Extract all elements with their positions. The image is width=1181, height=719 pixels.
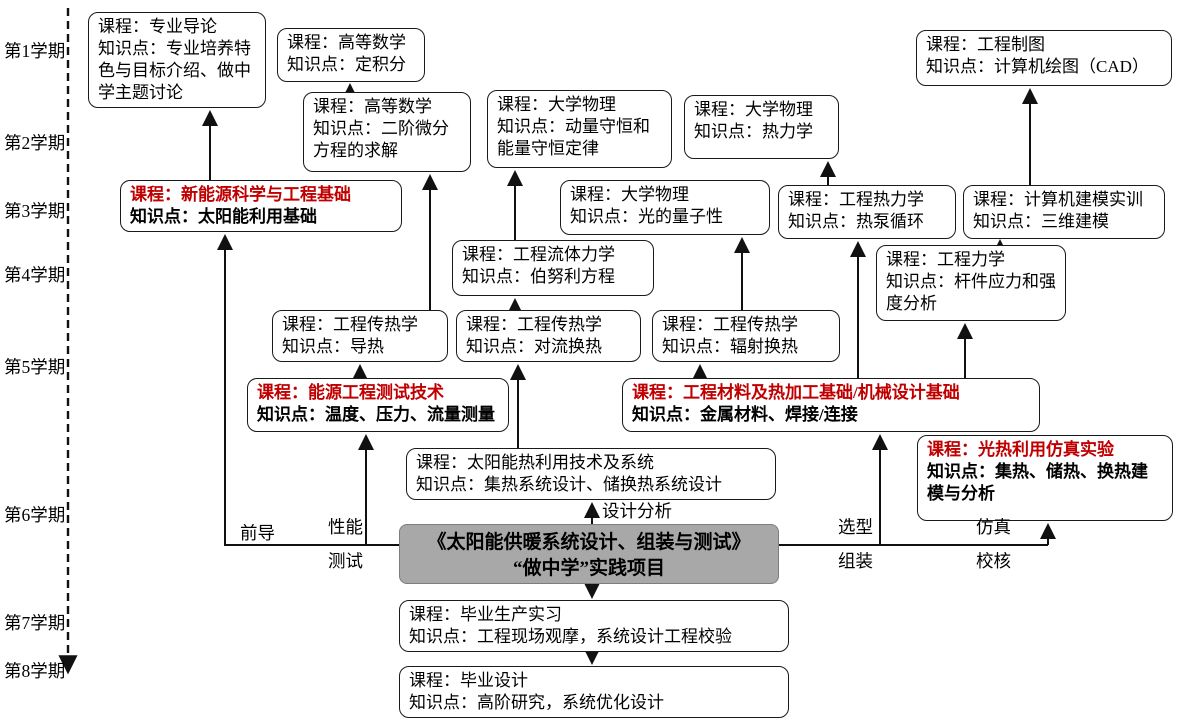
- knowledge-label: 知识点：导热: [282, 337, 384, 357]
- course-node-materials-machine-design: 课程：工程材料及热加工基础/机械设计基础 知识点：金属材料、焊接/连接: [622, 378, 1040, 432]
- edge-label-performance-test: 性能 测试: [328, 514, 363, 573]
- project-subtitle: “做中学”实践项目: [512, 557, 665, 579]
- course-node-fluid-mechanics: 课程：工程流体力学 知识点：伯努利方程: [452, 240, 654, 296]
- course-node-energy-testing: 课程：能源工程测试技术 知识点：温度、压力、流量测量: [247, 378, 509, 432]
- knowledge-label: 知识点：定积分: [287, 55, 406, 75]
- course-label: 课程：工程传热学: [662, 315, 798, 334]
- course-node-graduation-internship: 课程：毕业生产实习 知识点：工程现场观摩，系统设计工程校验: [399, 600, 789, 652]
- course-label: 课程：大学物理: [694, 100, 813, 119]
- course-label: 课程：毕业生产实习: [409, 605, 562, 624]
- edge-label-lead-in: 前导: [240, 523, 275, 543]
- knowledge-label: 知识点：伯努利方程: [462, 267, 615, 287]
- edge-label-performance-test-top: 性能: [328, 517, 363, 537]
- edge-label-simulation-check: 仿真 校核: [976, 514, 1011, 573]
- course-node-solar-thermal-systems: 课程：太阳能热利用技术及系统 知识点：集热系统设计、储换热系统设计: [406, 448, 776, 500]
- knowledge-label: 知识点：动量守恒和能量守恒定律: [497, 117, 650, 159]
- course-node-heat-convection: 课程：工程传热学 知识点：对流换热: [456, 310, 641, 362]
- course-node-calculus-ode: 课程：高等数学 知识点：二阶微分方程的求解: [303, 92, 471, 172]
- course-node-physics-quantum: 课程：大学物理 知识点：光的量子性: [560, 180, 770, 235]
- knowledge-label: 知识点：杆件应力和强度分析: [886, 272, 1056, 314]
- course-label: 课程：太阳能热利用技术及系统: [416, 453, 654, 472]
- knowledge-label: 知识点：热泵循环: [788, 212, 924, 232]
- course-label: 课程：光热利用仿真实验: [927, 440, 1114, 459]
- course-label: 课程：计算机建模实训: [973, 190, 1143, 209]
- knowledge-label: 知识点：高阶研究，系统优化设计: [409, 693, 664, 713]
- course-label: 课程：工程传热学: [466, 315, 602, 334]
- course-node-physics-thermodynamics: 课程：大学物理 知识点：热力学: [684, 95, 839, 159]
- course-node-computer-modeling: 课程：计算机建模实训 知识点：三维建模: [963, 185, 1165, 239]
- course-node-engineering-drawing: 课程：工程制图 知识点：计算机绘图（CAD）: [916, 30, 1172, 86]
- course-label: 课程：专业导论: [98, 17, 217, 36]
- semester-label-1: 第1学期: [4, 41, 66, 61]
- edge-label-simulation-check-top: 仿真: [976, 517, 1011, 537]
- course-label: 课程：工程流体力学: [462, 245, 615, 264]
- course-label: 课程：工程热力学: [788, 190, 924, 209]
- knowledge-label: 知识点：对流换热: [466, 337, 602, 357]
- knowledge-label: 知识点：温度、压力、流量测量: [257, 405, 495, 425]
- course-node-solar-simulation-lab: 课程：光热利用仿真实验 知识点：集热、储热、换热建模与分析: [917, 435, 1173, 521]
- practice-project-node: 《太阳能供暖系统设计、组装与测试》 “做中学”实践项目: [399, 524, 779, 584]
- semester-label-8: 第8学期: [4, 661, 66, 681]
- knowledge-label: 知识点：辐射换热: [662, 337, 798, 357]
- course-label: 课程：工程力学: [886, 250, 1005, 269]
- edge-label-selection-assembly-top: 选型: [838, 517, 873, 537]
- edge-label-design-analysis: 设计分析: [602, 501, 672, 521]
- course-node-engineering-thermodynamics: 课程：工程热力学 知识点：热泵循环: [778, 185, 956, 239]
- course-node-calculus-definite: 课程：高等数学 知识点：定积分: [277, 28, 425, 82]
- knowledge-label: 知识点：金属材料、焊接/连接: [632, 405, 858, 425]
- semester-label-3: 第3学期: [4, 201, 66, 221]
- semester-label-4: 第4学期: [4, 265, 66, 285]
- course-label: 课程：高等数学: [313, 97, 432, 116]
- course-label: 课程：高等数学: [287, 33, 406, 52]
- course-node-heat-radiation: 课程：工程传热学 知识点：辐射换热: [652, 310, 840, 362]
- semester-label-5: 第5学期: [4, 357, 66, 377]
- knowledge-label: 知识点：二阶微分方程的求解: [313, 119, 449, 161]
- course-label: 课程：工程制图: [926, 35, 1045, 54]
- course-node-heat-conduction: 课程：工程传热学 知识点：导热: [272, 310, 448, 362]
- knowledge-label: 知识点：计算机绘图（CAD）: [926, 57, 1149, 77]
- knowledge-label: 知识点：专业培养特色与目标介绍、做中学主题讨论: [98, 39, 251, 103]
- course-label: 课程：毕业设计: [409, 671, 528, 690]
- knowledge-label: 知识点：集热、储热、换热建模与分析: [927, 462, 1148, 504]
- semester-label-7: 第7学期: [4, 613, 66, 633]
- project-title: 《太阳能供暖系统设计、组装与测试》: [427, 532, 751, 553]
- edge-label-performance-test-bottom: 测试: [328, 551, 363, 571]
- course-node-engineering-mechanics: 课程：工程力学 知识点：杆件应力和强度分析: [876, 245, 1066, 321]
- edge-label-selection-assembly: 选型 组装: [838, 514, 873, 573]
- course-node-new-energy-foundation: 课程：新能源科学与工程基础 知识点：太阳能利用基础: [120, 180, 402, 232]
- course-label: 课程：大学物理: [497, 95, 616, 114]
- course-label: 课程：工程材料及热加工基础/机械设计基础: [632, 383, 960, 402]
- knowledge-label: 知识点：集热系统设计、储换热系统设计: [416, 475, 722, 495]
- semester-label-2: 第2学期: [4, 133, 66, 153]
- course-label: 课程：能源工程测试技术: [257, 383, 444, 402]
- edge-label-selection-assembly-bottom: 组装: [838, 551, 873, 571]
- course-label: 课程：工程传热学: [282, 315, 418, 334]
- knowledge-label: 知识点：太阳能利用基础: [130, 207, 317, 227]
- course-node-physics-momentum: 课程：大学物理 知识点：动量守恒和能量守恒定律: [487, 90, 672, 168]
- knowledge-label: 知识点：工程现场观摩，系统设计工程校验: [409, 627, 732, 647]
- knowledge-label: 知识点：光的量子性: [570, 207, 723, 227]
- course-node-intro: 课程：专业导论 知识点：专业培养特色与目标介绍、做中学主题讨论: [88, 12, 266, 108]
- knowledge-label: 知识点：热力学: [694, 122, 813, 142]
- course-label: 课程：大学物理: [570, 185, 689, 204]
- course-label: 课程：新能源科学与工程基础: [130, 185, 351, 204]
- knowledge-label: 知识点：三维建模: [973, 212, 1109, 232]
- course-node-graduation-design: 课程：毕业设计 知识点：高阶研究，系统优化设计: [399, 666, 789, 718]
- semester-label-6: 第6学期: [4, 505, 66, 525]
- edge-label-simulation-check-bottom: 校核: [976, 551, 1011, 571]
